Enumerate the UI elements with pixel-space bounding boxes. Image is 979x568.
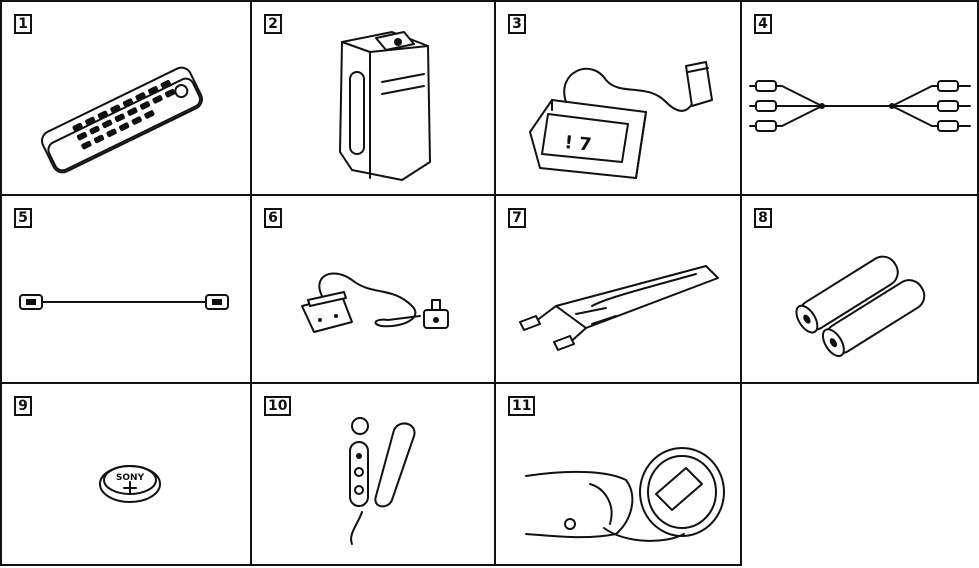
item-cell-9: 9 SONY [0, 382, 252, 566]
av-cable-icon [742, 2, 979, 198]
lithium-battery-icon: SONY [2, 384, 254, 568]
item-cell-6: 6 [250, 194, 496, 384]
item-cell-8: 8 [740, 194, 979, 384]
item-cell-5: 5 [0, 194, 252, 384]
battery-pack-icon [252, 2, 498, 198]
remote-commander-icon [2, 2, 254, 198]
dc-cable-icon [252, 196, 498, 386]
item-cell-10: 10 [250, 382, 496, 566]
lens-cap-icon [496, 384, 744, 568]
item-cell-2: 2 [250, 0, 496, 196]
item-cell-1: 1 [0, 0, 252, 196]
item-cell-3: 3 ! 7 [494, 0, 742, 196]
item-cell-11: 11 [494, 382, 742, 566]
aa-batteries-icon [742, 196, 979, 386]
svg-text:! 7: ! 7 [563, 132, 592, 156]
item-cell-7: 7 [494, 194, 742, 384]
item-cell-4: 4 [740, 0, 979, 196]
ac-adaptor-icon: ! 7 [496, 2, 744, 198]
lens-hood-icon [252, 384, 498, 568]
shoulder-strap-icon [496, 196, 744, 386]
connecting-cable-icon [2, 196, 254, 386]
